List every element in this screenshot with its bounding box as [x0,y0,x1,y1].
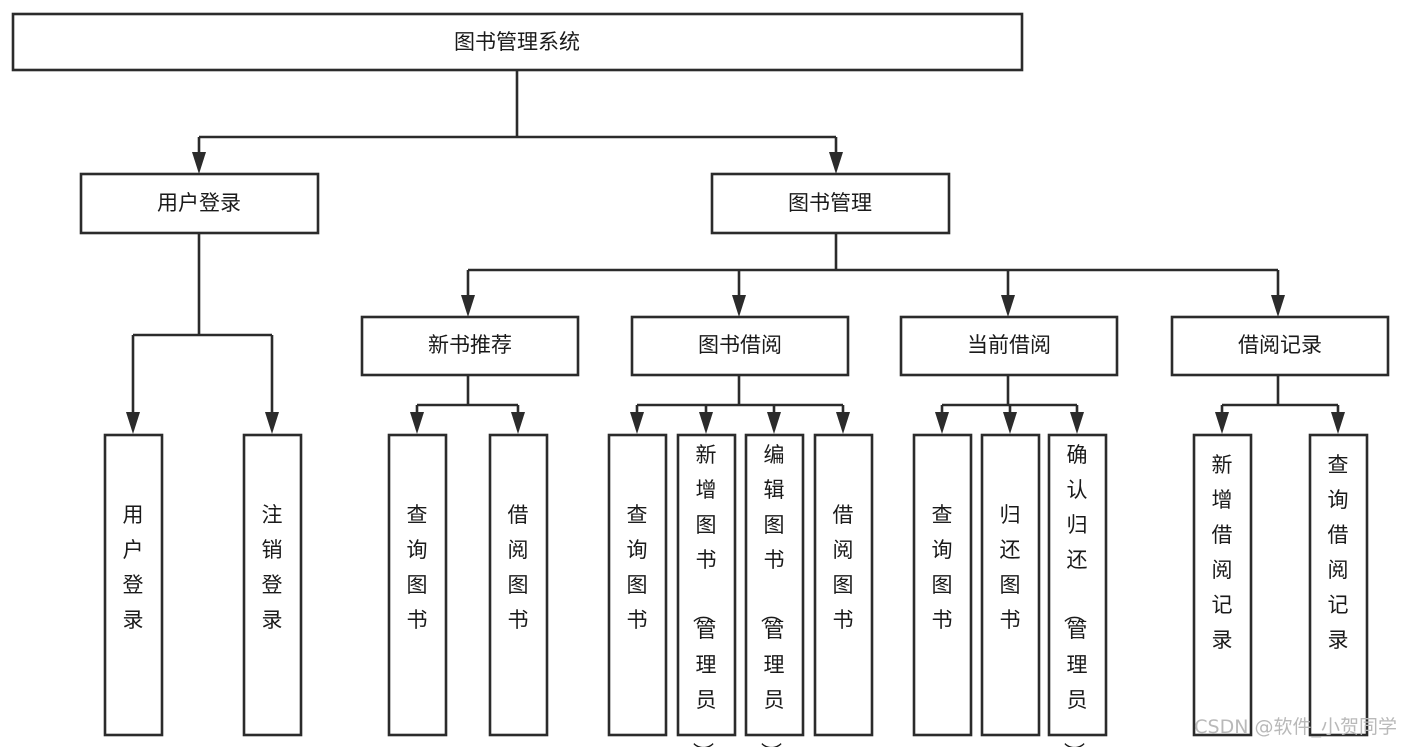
borrow-record-box[interactable] [1170,315,1390,377]
arrow-newbook-leaf-2 [511,412,525,434]
arrow-root-to-user-login [192,152,206,174]
arrow-bookborrow-leaf-3 [767,412,781,434]
leaf-new-book-recommend-1[interactable]: 查询图书 [387,433,448,737]
leaf-book-borrow-2[interactable]: 新增图书（管理员） [676,433,737,747]
leaf-label: 新增借阅记录 [1212,453,1233,652]
arrow-bookmgmt-to-record [1271,295,1285,317]
arrow-bookborrow-leaf-4 [836,412,850,434]
book-borrow-label: 图书借阅 [698,333,782,357]
borrow-record-label: 借阅记录 [1238,333,1322,357]
node-root-system[interactable]: 图书管理系统 [11,12,1024,72]
user-login-box[interactable] [79,172,320,235]
arrow-userlogin-leaf-2 [265,412,279,434]
node-new-book-recommend[interactable]: 新书推荐 [360,315,580,377]
leaf-book-borrow-4[interactable]: 借阅图书 [813,433,874,737]
arrow-newbook-leaf-1 [410,412,424,434]
user-login-label: 用户登录 [157,191,241,215]
leaf-box[interactable] [813,433,874,737]
leaf-label: 借阅图书 [508,503,529,632]
leaf-label: 借阅图书 [833,503,854,632]
leaf-box[interactable] [980,433,1041,737]
arrow-borrowrecord-leaf-1 [1215,412,1229,434]
leaf-box[interactable] [744,433,805,737]
current-borrow-box[interactable] [899,315,1119,377]
leaf-user-login-1[interactable]: 用户登录 [103,433,164,737]
new-book-recommend-label: 新书推荐 [428,333,512,357]
arrow-bookmgmt-to-newbook [461,295,475,317]
leaf-label: 用户登录 [123,503,144,632]
leaf-current-borrow-2[interactable]: 归还图书 [980,433,1041,737]
leaf-label: 查询图书 [407,503,428,632]
leaf-borrow-record-2[interactable]: 查询借阅记录 [1308,433,1369,737]
node-user-login[interactable]: 用户登录 [79,172,320,235]
leaf-box[interactable] [387,433,448,737]
arrow-currentborrow-leaf-2 [1003,412,1017,434]
leaf-label: 查询借阅记录 [1328,453,1349,652]
leaf-current-borrow-3[interactable]: 确认归还（管理员） [1047,433,1108,747]
arrow-root-to-book-mgmt [829,152,843,174]
root-box[interactable] [11,12,1024,72]
leaf-label: 注销登录 [262,503,283,632]
node-current-borrow[interactable]: 当前借阅 [899,315,1119,377]
arrow-bookborrow-leaf-2 [699,412,713,434]
leaf-label: 查询图书 [627,503,648,632]
leaf-label: 新增图书（管理员） [691,443,717,747]
book-management-label: 图书管理 [788,191,872,215]
leaf-current-borrow-1[interactable]: 查询图书 [912,433,973,737]
arrow-currentborrow-leaf-3 [1070,412,1084,434]
leaf-box[interactable] [488,433,549,737]
book-management-box[interactable] [710,172,951,235]
new-book-recommend-box[interactable] [360,315,580,377]
leaf-box[interactable] [1047,433,1108,737]
leaf-box[interactable] [912,433,973,737]
leaf-label: 编辑图书（管理员） [759,443,785,747]
leaf-box[interactable] [242,433,303,737]
leaf-borrow-record-1[interactable]: 新增借阅记录 [1192,433,1253,737]
leaf-label: 查询图书 [932,503,953,632]
node-borrow-record[interactable]: 借阅记录 [1170,315,1390,377]
book-borrow-box[interactable] [630,315,850,377]
leaf-book-borrow-3[interactable]: 编辑图书（管理员） [744,433,805,747]
connector-layer [126,70,1345,434]
current-borrow-label: 当前借阅 [967,333,1051,357]
root-label: 图书管理系统 [454,30,580,54]
leaf-label: 归还图书 [1000,503,1021,632]
leaf-book-borrow-1[interactable]: 查询图书 [607,433,668,737]
leaf-box[interactable] [1192,433,1253,737]
arrow-userlogin-leaf-1 [126,412,140,434]
node-book-management[interactable]: 图书管理 [710,172,951,235]
arrow-bookborrow-leaf-1 [630,412,644,434]
leaf-box[interactable] [607,433,668,737]
leaf-new-book-recommend-2[interactable]: 借阅图书 [488,433,549,737]
leaf-label: 确认归还（管理员） [1062,443,1088,747]
csdn-watermark: CSDN @软件_小贺同学 [1194,716,1397,738]
arrow-bookmgmt-to-borrow [732,295,746,317]
arrow-currentborrow-leaf-1 [935,412,949,434]
leaf-box[interactable] [1308,433,1369,737]
leaf-box[interactable] [676,433,737,737]
leaf-box[interactable] [103,433,164,737]
node-book-borrow[interactable]: 图书借阅 [630,315,850,377]
leaf-user-login-2[interactable]: 注销登录 [242,433,303,737]
arrow-borrowrecord-leaf-2 [1331,412,1345,434]
arrow-bookmgmt-to-current [1001,295,1015,317]
